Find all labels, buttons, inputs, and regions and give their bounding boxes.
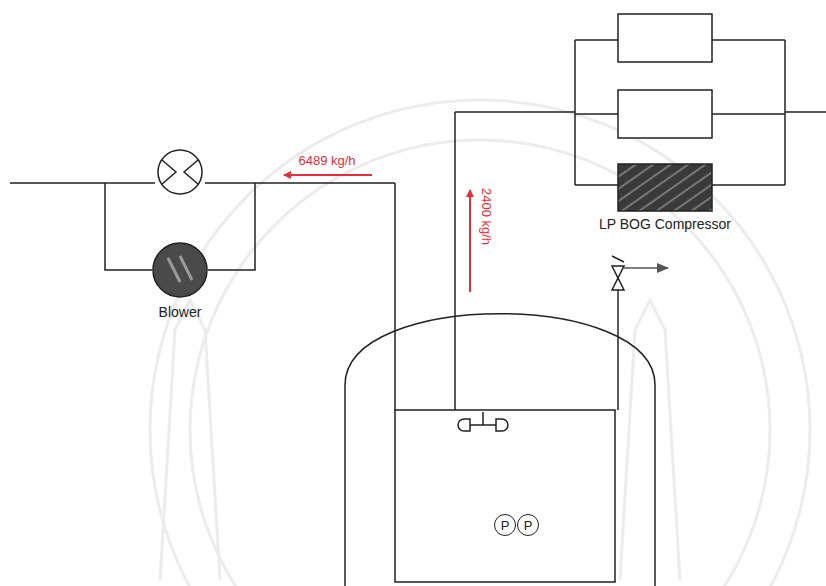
- watermark: [150, 100, 810, 586]
- blower-mark: [168, 256, 192, 282]
- compressor-node: LP BOG Compressor: [599, 163, 731, 232]
- blower-node: Blower: [150, 240, 210, 320]
- pump-circle: P: [517, 514, 539, 536]
- equipment-name: LP BOG Compressor: [599, 216, 731, 232]
- compressor-body: [618, 164, 712, 211]
- blower-symbol: [150, 240, 210, 300]
- compressor-symbol: [617, 163, 713, 212]
- pump-letter: P: [524, 518, 533, 533]
- pump-letter: P: [501, 518, 510, 533]
- equipment-name: Blower: [150, 304, 210, 320]
- flow-rate: 2400 kg/h: [479, 187, 494, 244]
- pump-circle: P: [494, 514, 516, 536]
- flow-rate: 6489 kg/h: [298, 153, 355, 168]
- blower-body: [153, 243, 207, 297]
